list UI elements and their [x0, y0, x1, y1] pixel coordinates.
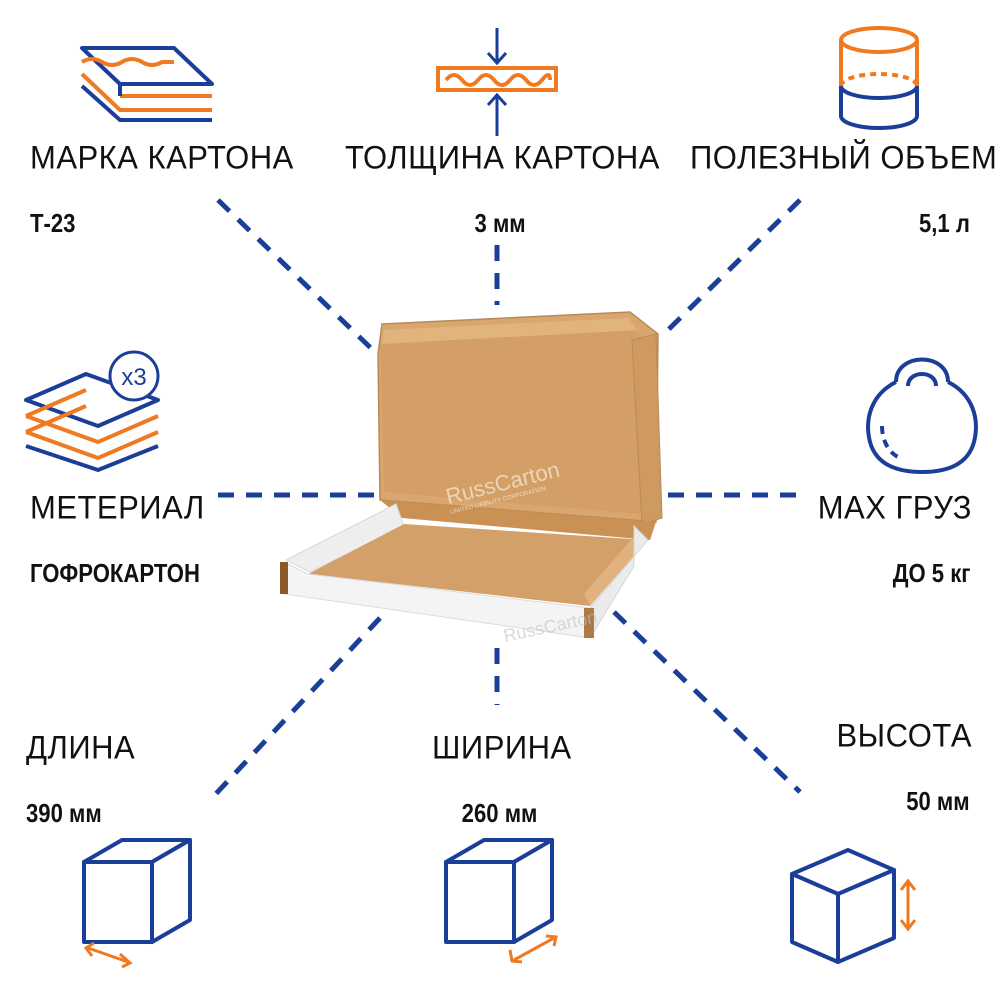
- cube-length-icon: [82, 838, 192, 969]
- layers-x3-icon: x3: [24, 350, 160, 472]
- width-value: 260 мм: [461, 798, 538, 828]
- volume-label: ПОЛЕЗНЫЙ ОБЪЕМ: [690, 139, 998, 176]
- material-label: МЕТЕРИАЛ: [30, 489, 205, 526]
- connector-grade: [216, 198, 380, 357]
- thickness-value: 3 мм: [474, 208, 526, 238]
- grade-value: Т-23: [30, 208, 76, 238]
- thickness-label: ТОЛЩИНА КАРТОНА: [345, 139, 660, 176]
- connector-length: [210, 616, 382, 800]
- width-label: ШИРИНА: [432, 729, 572, 766]
- thickness-arrows-icon: [436, 28, 558, 136]
- volume-value: 5,1 л: [919, 208, 970, 238]
- max-load-value: ДО 5 кг: [892, 558, 970, 588]
- length-label: ДЛИНА: [26, 729, 136, 766]
- cylinder-volume-icon: [839, 26, 919, 130]
- length-value: 390 мм: [26, 798, 102, 828]
- box-floor: [308, 524, 648, 606]
- cube-width-icon: [444, 838, 558, 964]
- cube-height-icon: [790, 848, 917, 964]
- corrugated-sheets-icon: [80, 46, 214, 122]
- material-value: ГОФРОКАРТОН: [30, 558, 200, 588]
- connector-volume: [666, 198, 802, 332]
- max-load-label: MAX ГРУЗ: [817, 489, 972, 526]
- grade-label: МАРКА КАРТОНА: [30, 139, 294, 176]
- connector-height: [612, 610, 802, 794]
- layers-badge: x3: [121, 364, 146, 391]
- kettlebell-icon: [866, 357, 978, 475]
- product-box-image: RussCarton LIMITED LIABILITY CORPORATION…: [280, 311, 663, 646]
- height-label: ВЫСОТА: [836, 717, 972, 754]
- height-value: 50 мм: [906, 786, 970, 816]
